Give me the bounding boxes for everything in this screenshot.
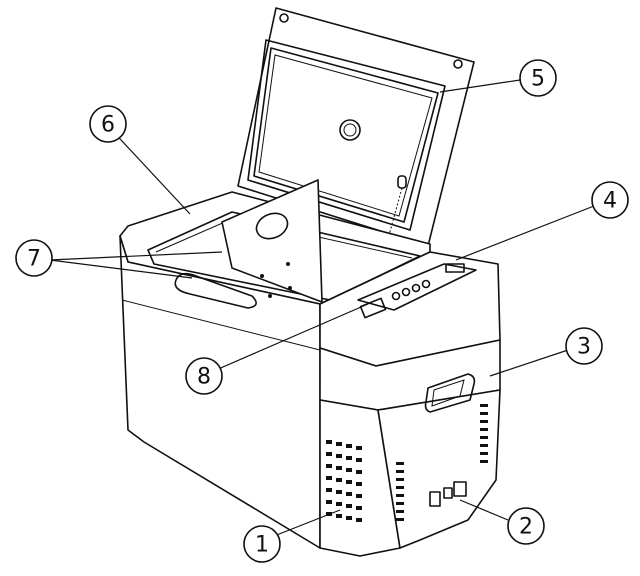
display-screen xyxy=(359,297,387,319)
usb-port xyxy=(443,487,453,499)
control-panel xyxy=(357,263,477,319)
right-side-face xyxy=(377,389,501,549)
panel-button-1 xyxy=(391,291,401,301)
power-ports xyxy=(429,481,467,507)
lid-gasket-inner xyxy=(253,47,439,223)
callout-3-label: 3 xyxy=(577,335,591,360)
callout-4: 4 xyxy=(591,181,629,219)
lid-hinge-screw-right xyxy=(453,59,463,69)
callout-2-label: 2 xyxy=(519,515,533,540)
callout-4-label: 4 xyxy=(603,189,617,214)
rim-handle-left xyxy=(174,272,257,309)
callout-1: 1 xyxy=(243,525,281,563)
panel-button-2 xyxy=(401,287,411,297)
front-vent-grill xyxy=(326,440,362,522)
callout-5-label: 5 xyxy=(531,67,545,92)
panel-button-3 xyxy=(411,283,421,293)
power-switch xyxy=(453,481,467,497)
panel-button-4 xyxy=(421,279,431,289)
leader-lines xyxy=(49,79,595,541)
callout-6-label: 6 xyxy=(101,113,115,138)
callout-3: 3 xyxy=(565,327,603,365)
side-handle xyxy=(424,373,476,413)
lid-gasket-outer xyxy=(247,39,446,231)
panel-indicator xyxy=(445,263,465,273)
callout-2: 2 xyxy=(507,507,545,545)
callout-8-label: 8 xyxy=(197,365,211,390)
side-vent-grill xyxy=(396,404,488,521)
front-belt-line xyxy=(121,299,321,351)
callout-7-label: 7 xyxy=(27,247,41,272)
lid-knob xyxy=(339,119,361,141)
callout-8: 8 xyxy=(185,357,223,395)
callout-5: 5 xyxy=(519,59,557,97)
lid-hinge-screw-left xyxy=(279,13,289,23)
divider-panel xyxy=(221,179,323,303)
lid-inner-panel xyxy=(258,54,433,217)
callout-6: 6 xyxy=(89,105,127,143)
divider-finger-hole xyxy=(255,212,289,240)
callout-1-label: 1 xyxy=(255,533,269,558)
callout-7: 7 xyxy=(15,239,53,277)
side-handle-grip xyxy=(431,379,465,407)
dc-port xyxy=(429,491,441,507)
